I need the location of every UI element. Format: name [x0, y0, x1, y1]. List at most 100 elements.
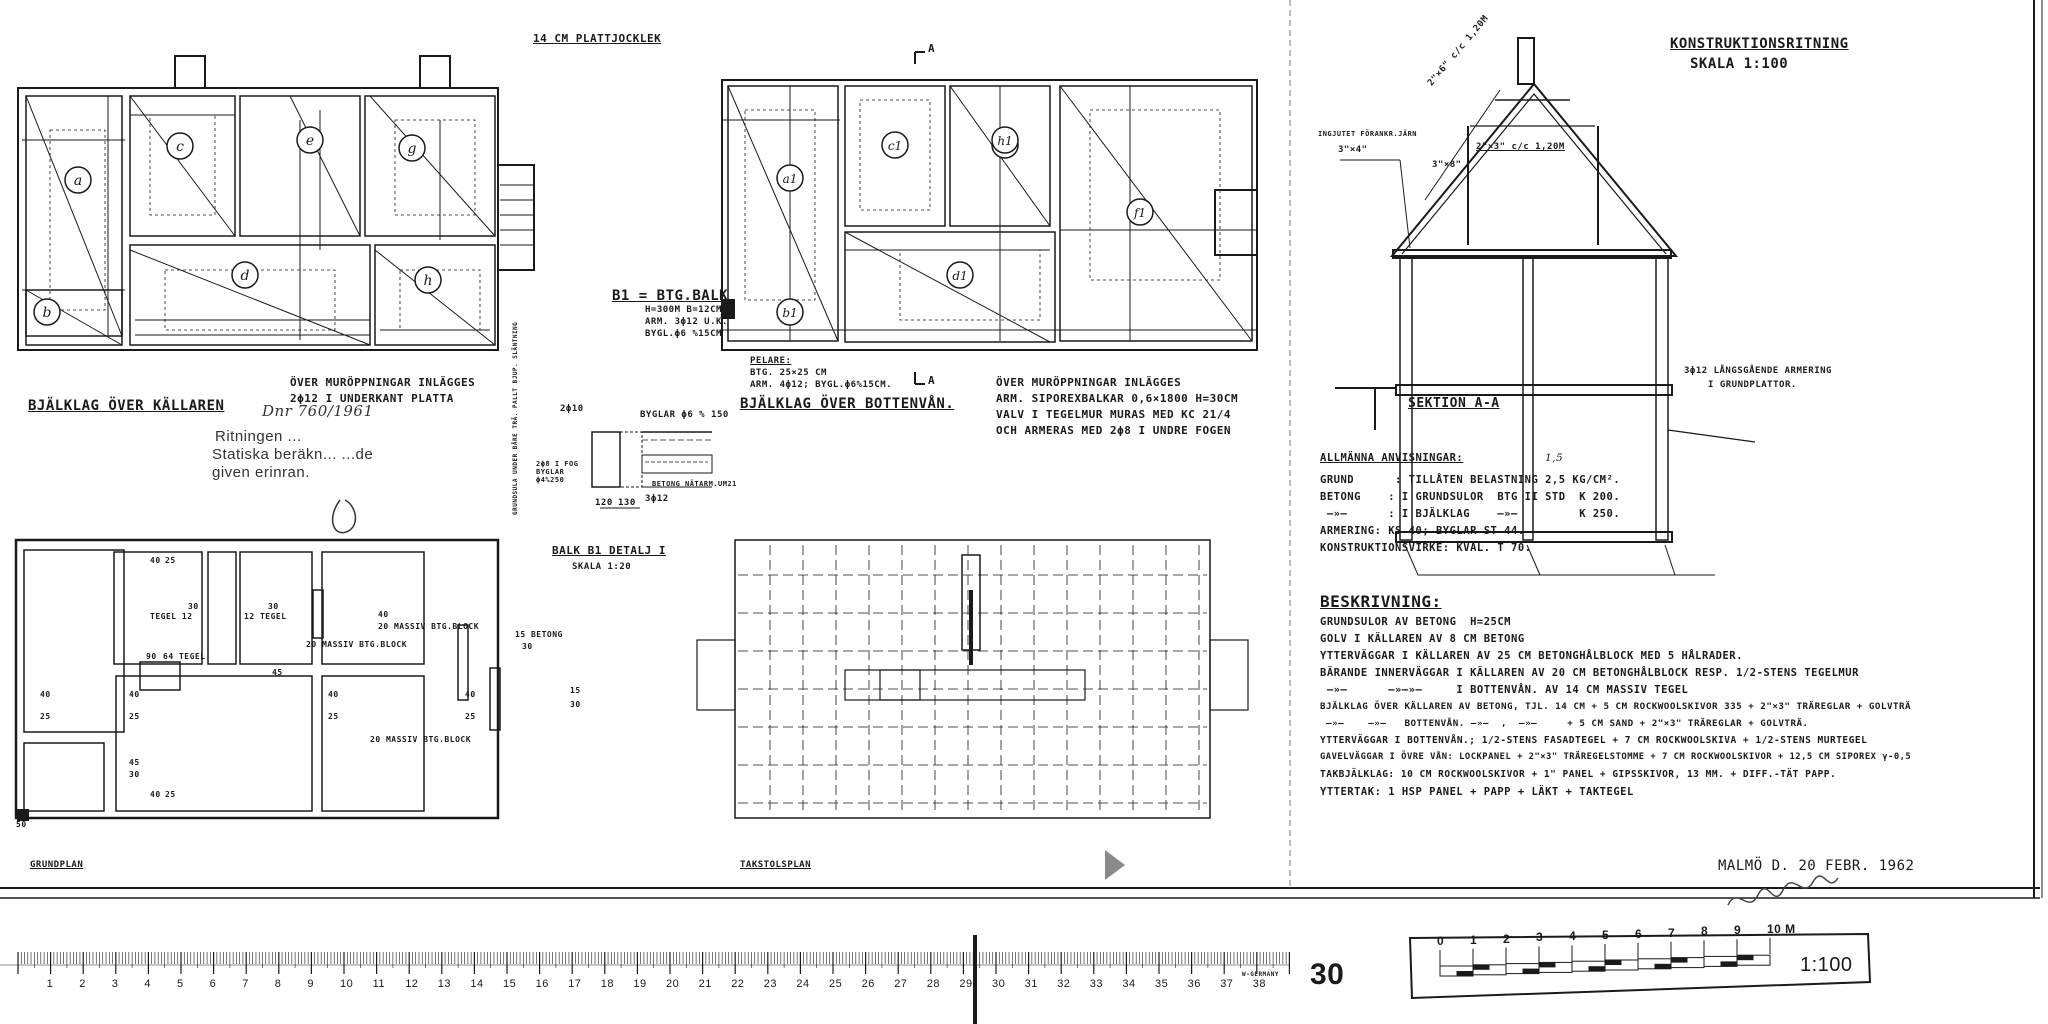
ruler-number: 22 [731, 978, 745, 990]
ruler-maker: W-GERMANY [1242, 971, 1280, 978]
dimension-label: 40 [150, 790, 161, 799]
dimension-label: 45 [272, 668, 283, 677]
ruler-number: 12 [405, 978, 419, 990]
balk-title: BALK B1 DETALJ I [552, 544, 666, 557]
balk-bar-side: 2ϕ8 I FOG BYGLAR ϕ4%250 [536, 460, 579, 484]
anvisningar-row: KONSTRUKTIONSVIRKE: KVAL. T 70. [1320, 542, 1532, 554]
ruler-number: 6 [209, 978, 217, 990]
anvisningar-row: —»— : I BJÄLKLAG —»— K 250. [1320, 508, 1621, 520]
plan-kallare-title: BJÄLKLAG ÖVER KÄLLAREN [28, 398, 225, 414]
slab-label: f1 [1133, 206, 1146, 220]
dimension-label: 30 [570, 700, 581, 709]
section-anchor-label: INGJUTET FÖRANKR.JÄRN [1318, 130, 1418, 138]
ruler-number: 30 [992, 978, 1006, 990]
signature-scribble [1727, 875, 1839, 906]
ruler-number: 1 [46, 978, 54, 990]
balk-detail-drawing [591, 431, 713, 509]
scale-bar-tick-label: 2 [1503, 931, 1511, 946]
scale-bar-fill [1605, 960, 1622, 965]
ruler-number: 20 [666, 978, 680, 990]
dimension-label: 45 [129, 758, 140, 767]
ruler-number: 14 [470, 978, 484, 990]
scale-bar-tick-label: 4 [1569, 929, 1577, 944]
ruler-number: 29 [959, 978, 973, 990]
slab-marker: d1 [946, 261, 974, 289]
scale-bar-fill [1456, 971, 1473, 976]
scale-bar-fill [1720, 961, 1737, 967]
ruler-number: 10 [340, 978, 354, 990]
ruler-number: 17 [568, 978, 582, 990]
ruler-number: 37 [1220, 978, 1234, 990]
slab-label: d [241, 268, 250, 284]
beskrivning-row: TAKBJÄLKLAG: 10 CM ROCKWOOLSKIVOR + 1" P… [1320, 769, 1837, 780]
beskrivning-row: BÄRANDE INNERVÄGGAR I KÄLLAREN AV 20 CM … [1320, 667, 1859, 679]
ruler-number: 16 [535, 978, 549, 990]
b1-line-1: H=300M B=12CM [645, 305, 722, 315]
section-joist-label: 3"×8" [1432, 160, 1462, 170]
beskrivning-row: YTTERVÄGGAR I BOTTENVÅN.; 1/2-STENS FASA… [1320, 735, 1868, 746]
dimension-label: 30 [268, 602, 279, 611]
ruler-number: 13 [437, 978, 452, 990]
b1-line-2: ARM. 3ϕ12 U.K. [645, 317, 728, 327]
scale-bar-tick-label: 3 [1536, 930, 1544, 945]
anvisningar-row: ARMERING: KS 40; BYGLAR ST 44. [1320, 525, 1525, 537]
ruler-number: 5 [177, 978, 184, 990]
dimension-label: 50 [16, 820, 27, 829]
dimension-label: 25 [328, 712, 339, 721]
slab-label: a1 [783, 172, 798, 186]
slab-marker: a [64, 166, 92, 194]
section-plate-label: 3"×4" [1338, 145, 1368, 155]
plan-kallare-note-2: 2ϕ12 I UNDERKANT PLATTA [290, 392, 454, 405]
anvisningar-correction: 1,5 [1545, 452, 1564, 464]
slab-marker: e [296, 126, 324, 154]
slab-marker: b [33, 298, 61, 326]
ruler-number: 25 [829, 978, 843, 990]
sheet-date: MALMÖ D. 20 FEBR. 1962 [1718, 858, 1915, 874]
ruler-number: 2 [79, 978, 86, 990]
anvisningar-row: BETONG : I GRUNDSULOR BTG II STD K 200. [1320, 491, 1621, 503]
stamp-line-3: given erinran. [212, 464, 310, 481]
plate-thickness-label: 14 CM PLATTJOCKLEK [533, 32, 662, 45]
plan-kallare-note-1: ÖVER MURÖPPNINGAR INLÄGGES [290, 376, 476, 389]
dimension-label: 20 MASSIV BTG.BLOCK [306, 640, 408, 649]
b1-line-3: BYGL.ϕ6 %15CM [645, 329, 722, 339]
dimension-label: 30 [129, 770, 140, 779]
ruler-number: 11 [372, 978, 386, 990]
dimension-label: 40 [378, 610, 389, 619]
stamp-dnr: Dnr 760/1961 [262, 402, 374, 420]
dimension-label: 30 [188, 602, 199, 611]
ruler-number: 18 [600, 978, 615, 990]
ruler-number: 8 [274, 978, 282, 990]
scale-bar-frame [1408, 932, 1872, 1000]
plan-bottenvan-title: BJÄLKLAG ÖVER BOTTENVÅN. [740, 396, 955, 412]
ruler-number: 35 [1155, 978, 1169, 990]
scale-bar [1439, 938, 1771, 977]
dimension-label: 15 BETONG [515, 630, 563, 639]
scale-bar-fill [1522, 968, 1539, 974]
scale-bar-tick-label: 6 [1635, 926, 1643, 941]
ruler-number: 21 [698, 978, 712, 990]
grundplan-title: GRUNDPLAN [30, 860, 84, 870]
pelare-title: PELARE: [750, 356, 792, 366]
scale-bar-fill [1588, 966, 1605, 972]
dimension-label: 40 [129, 690, 140, 699]
slab-label: c1 [888, 139, 902, 153]
scale-bar-fill [1539, 962, 1556, 968]
slab-label: h [423, 273, 432, 289]
beskrivning-row: —»— —»— BOTTENVÅN. —»— , —»— + 5 CM SAND… [1320, 718, 1809, 729]
balk-slab: BETONG NÄTARM.UM21 [652, 480, 737, 488]
section-rebar-1: 3ϕ12 LÅNGSGÅENDE ARMERING [1684, 366, 1832, 376]
sheet-title: KONSTRUKTIONSRITNING [1670, 36, 1849, 52]
ruler-number: 7 [242, 978, 249, 990]
dimension-label: TEGEL 12 [150, 612, 193, 621]
dimension-label: 15 [570, 686, 581, 695]
ruler-number: 34 [1122, 978, 1136, 990]
plan-bottenvan-drawing [721, 51, 1258, 385]
ruler-number: 9 [307, 978, 315, 990]
ruler-number: 31 [1024, 978, 1038, 990]
scale-bar-ratio: 1:100 [1800, 954, 1853, 976]
dimension-label: 64 TEGEL [163, 652, 206, 661]
scale-bar-tick-label: 8 [1701, 924, 1709, 939]
beskrivning-row: GOLV I KÄLLAREN AV 8 CM BETONG [1320, 633, 1525, 645]
ruler-number: 36 [1187, 978, 1201, 990]
